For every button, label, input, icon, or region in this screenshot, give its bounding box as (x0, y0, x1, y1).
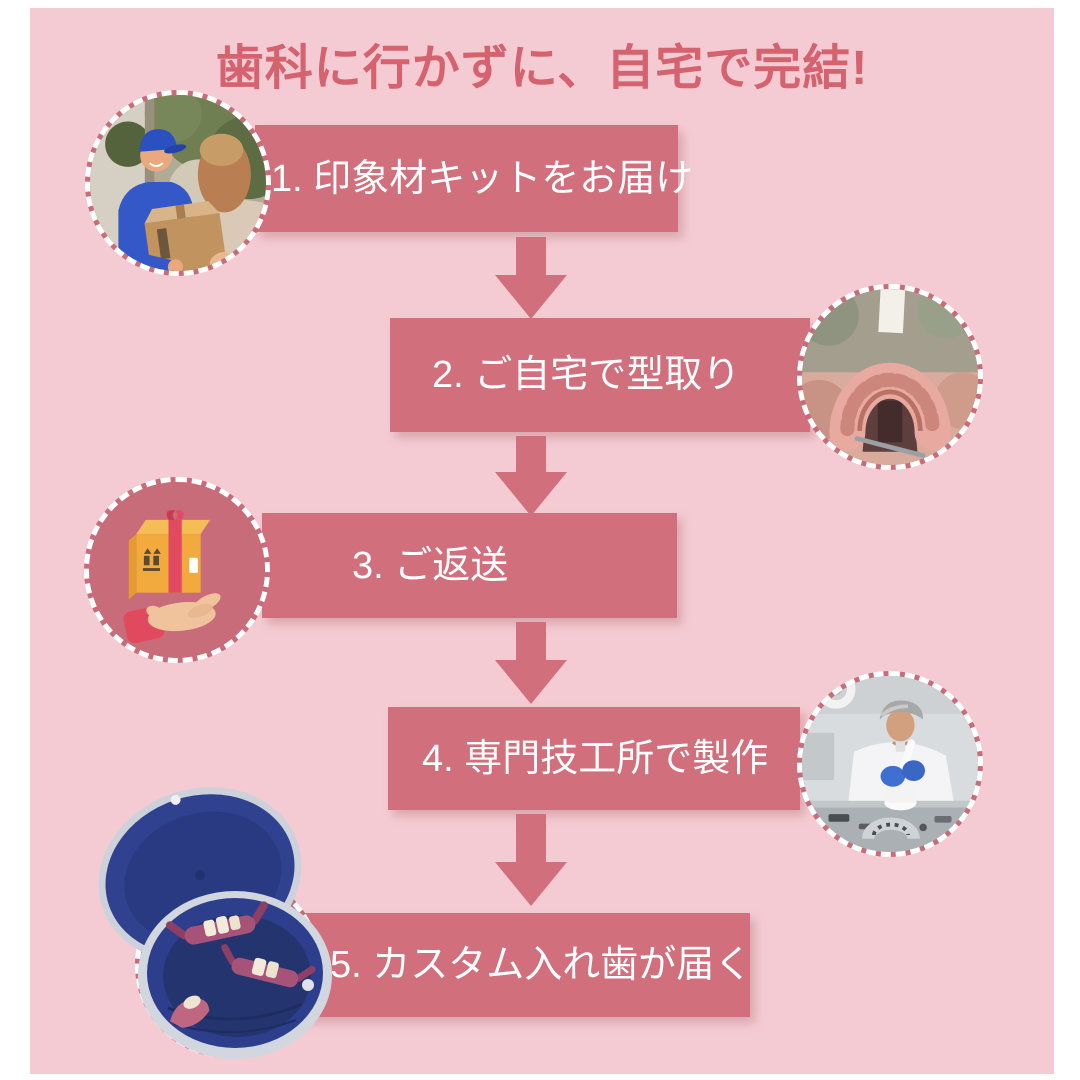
step-banner-1: 1. 印象材キットをお届け (255, 125, 693, 232)
step-4-label: 4. 専門技工所で製作 (422, 737, 769, 780)
arrow-shaft (516, 622, 546, 662)
step-5-label: 5. カスタム入れ歯が届く (330, 944, 753, 986)
arrow-shaft (516, 814, 546, 864)
step-3-label: 3. ご返送 (352, 544, 509, 587)
impression-mold-icon (802, 289, 978, 465)
arrow-head (495, 862, 567, 906)
step-banner-3: 3. ご返送 (262, 513, 677, 618)
denture-case-icon (98, 787, 332, 1059)
step-1-label: 1. 印象材キットをお届け (271, 157, 694, 200)
lab-technician-icon (802, 676, 978, 852)
delivery-photo-icon (90, 95, 266, 271)
dental-impression-photo (797, 284, 983, 470)
arrow-shaft (516, 436, 546, 474)
step-banner-2: 2. ご自宅で型取り (390, 318, 810, 432)
arrow-head (495, 472, 567, 516)
delivery-person-photo (85, 90, 271, 276)
arrow-head (495, 660, 567, 704)
page-title: 歯科に行かずに、自宅で完結! (215, 42, 869, 95)
return-box-illustration (84, 477, 270, 663)
step-banner-5: 5. カスタム入れ歯が届く (300, 913, 753, 1017)
arrow-shaft (516, 237, 546, 277)
arrow-head (495, 275, 567, 319)
dental-technician-photo (797, 671, 983, 857)
step-banner-4: 4. 専門技工所で製作 (388, 707, 800, 810)
hand-holding-box-icon (89, 482, 265, 658)
step-2-label: 2. ご自宅で型取り (432, 354, 741, 396)
